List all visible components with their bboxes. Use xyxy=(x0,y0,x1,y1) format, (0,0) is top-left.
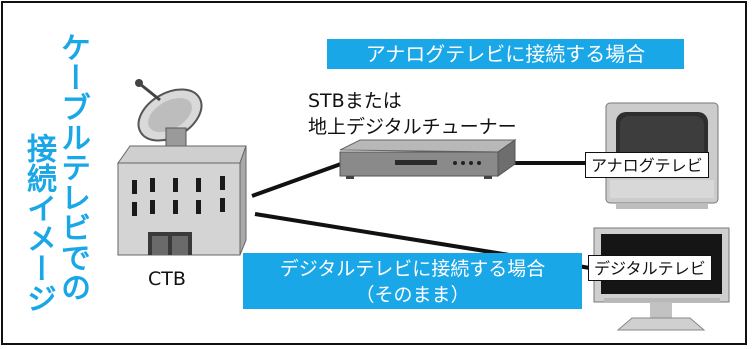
title-vertical-col1: ケーブルテレビでの xyxy=(55,32,90,302)
digital-banner-line1: デジタルテレビに接続する場合 xyxy=(279,258,546,280)
ctb-building-icon xyxy=(117,79,247,256)
title-vertical-col2: 接続イメージ xyxy=(21,133,56,313)
stb-label: STBまたは 地上デジタルチューナー xyxy=(308,88,517,140)
line-ctb-to-stb xyxy=(251,158,353,198)
ctb-label: CTB xyxy=(148,268,186,290)
digital-tv-label: デジタルテレビ xyxy=(588,255,712,281)
stb-label-line2: 地上デジタルチューナー xyxy=(308,116,517,138)
digital-banner-line2: （そのまま） xyxy=(355,284,470,306)
stb-device-icon xyxy=(339,139,517,179)
stb-label-line1: STBまたは xyxy=(308,90,402,112)
analog-connection-banner: アナログテレビに接続する場合 xyxy=(327,39,684,69)
analog-tv-label: アナログテレビ xyxy=(585,152,709,178)
digital-connection-banner: デジタルテレビに接続する場合 （そのまま） xyxy=(243,253,582,309)
